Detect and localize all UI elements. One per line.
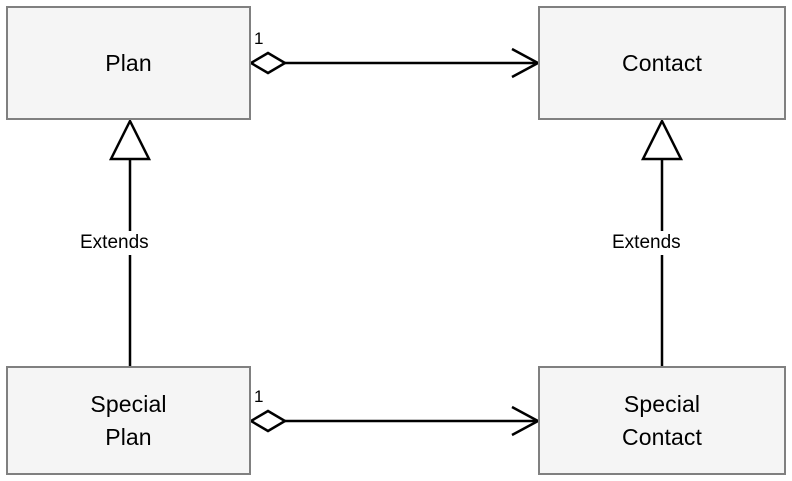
- class-box-special-contact[interactable]: Special Contact: [538, 366, 786, 475]
- generalization-triangle-contact: [640, 118, 684, 161]
- class-name-plan: Plan: [105, 49, 152, 76]
- class-name-special-plan: Special Plan: [90, 390, 167, 450]
- class-name-special-contact: Special Contact: [622, 390, 702, 450]
- aggregation-diamond-plan: [248, 51, 288, 75]
- class-box-special-plan[interactable]: Special Plan: [6, 366, 251, 475]
- connector-plan-to-contact[interactable]: [248, 47, 541, 79]
- aggregation-diamond-special-plan: [248, 409, 288, 433]
- class-box-contact[interactable]: Contact: [538, 6, 786, 120]
- connector-special-plan-to-plan[interactable]: [108, 118, 152, 366]
- class-name-contact: Contact: [622, 49, 702, 76]
- connector-special-contact-to-contact[interactable]: [640, 118, 684, 366]
- edge-label-extends-contact: Extends: [608, 231, 685, 255]
- generalization-triangle-plan: [108, 118, 152, 161]
- multiplicity-special-plan-special-contact: 1: [254, 387, 264, 406]
- class-box-plan[interactable]: Plan: [6, 6, 251, 120]
- connector-special-plan-to-special-contact[interactable]: [248, 405, 541, 437]
- multiplicity-plan-contact: 1: [254, 29, 264, 48]
- edge-label-extends-plan: Extends: [76, 231, 153, 255]
